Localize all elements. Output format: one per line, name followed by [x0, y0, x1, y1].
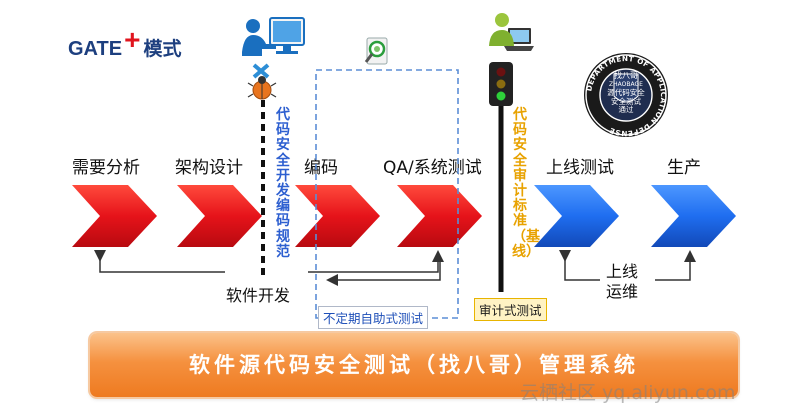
seal-ring-svg: DEPARTMENT OF APPLICATION DEFENSE: [584, 54, 668, 138]
defense-seal-icon: [584, 53, 668, 137]
audit-standard-label: 代码安全审计标准（基线）: [512, 107, 540, 260]
traffic-light-icon: [489, 62, 513, 106]
diagram-title: GATE+模式: [68, 24, 182, 62]
title-plus: +: [124, 24, 141, 55]
ops-bracket-right: [655, 250, 696, 281]
stage-release-test-label: 上线测试: [546, 158, 614, 178]
self-test-tag: 不定期自助式测试: [318, 306, 429, 329]
stage-qa-label: QA/系统测试: [383, 158, 482, 178]
dev-bracket-right: [308, 250, 444, 273]
chevron-architecture: [177, 185, 262, 247]
seal-inner-name: 找八哥: [614, 71, 638, 80]
svg-text:DEPARTMENT OF APPLICATION DEFE: DEPARTMENT OF APPLICATION DEFENSE: [584, 54, 668, 138]
title-prefix: GATE: [68, 38, 123, 60]
stage-production-label: 生产: [667, 158, 701, 178]
stage-requirements-label: 需要分析: [72, 158, 140, 178]
audit-test-tag: 审计式测试: [474, 298, 547, 321]
bug-icon: [247, 63, 277, 100]
chevron-requirements: [72, 185, 157, 247]
seal-ring-text: DEPARTMENT OF APPLICATION DEFENSE: [584, 54, 668, 138]
qa-return-arrow: [326, 256, 441, 286]
dev-bracket: [94, 250, 225, 273]
stage-architecture-label: 架构设计: [175, 158, 243, 178]
chevron-production: [651, 185, 736, 247]
management-system-banner: 软件源代码安全测试（找八哥）管理系统: [90, 333, 738, 397]
secure-coding-standard-label: 代码安全开发编码规范: [276, 107, 290, 260]
seal-inner-sub: ZHAOBAGE: [609, 81, 643, 88]
ops-bracket: [559, 250, 600, 281]
seal-ring-textpath: DEPARTMENT OF APPLICATION DEFENSE: [584, 54, 667, 138]
title-mode: 模式: [143, 39, 182, 60]
ops-label: 上线 运维: [606, 262, 639, 301]
developer-icon: [242, 17, 305, 56]
self-test-magnifier-icon: [364, 37, 388, 65]
auditor-icon: [489, 13, 534, 51]
chevron-release-test: [534, 185, 619, 247]
seal-inner-lines: 源代码安全 安全测试 通过: [607, 88, 645, 114]
chevron-coding: [295, 185, 380, 247]
watermark: 云栖社区 yq.aliyun.com: [520, 382, 736, 404]
stage-coding-label: 编码: [304, 158, 338, 178]
chevron-qa: [397, 185, 482, 247]
software-dev-label: 软件开发: [226, 286, 291, 305]
